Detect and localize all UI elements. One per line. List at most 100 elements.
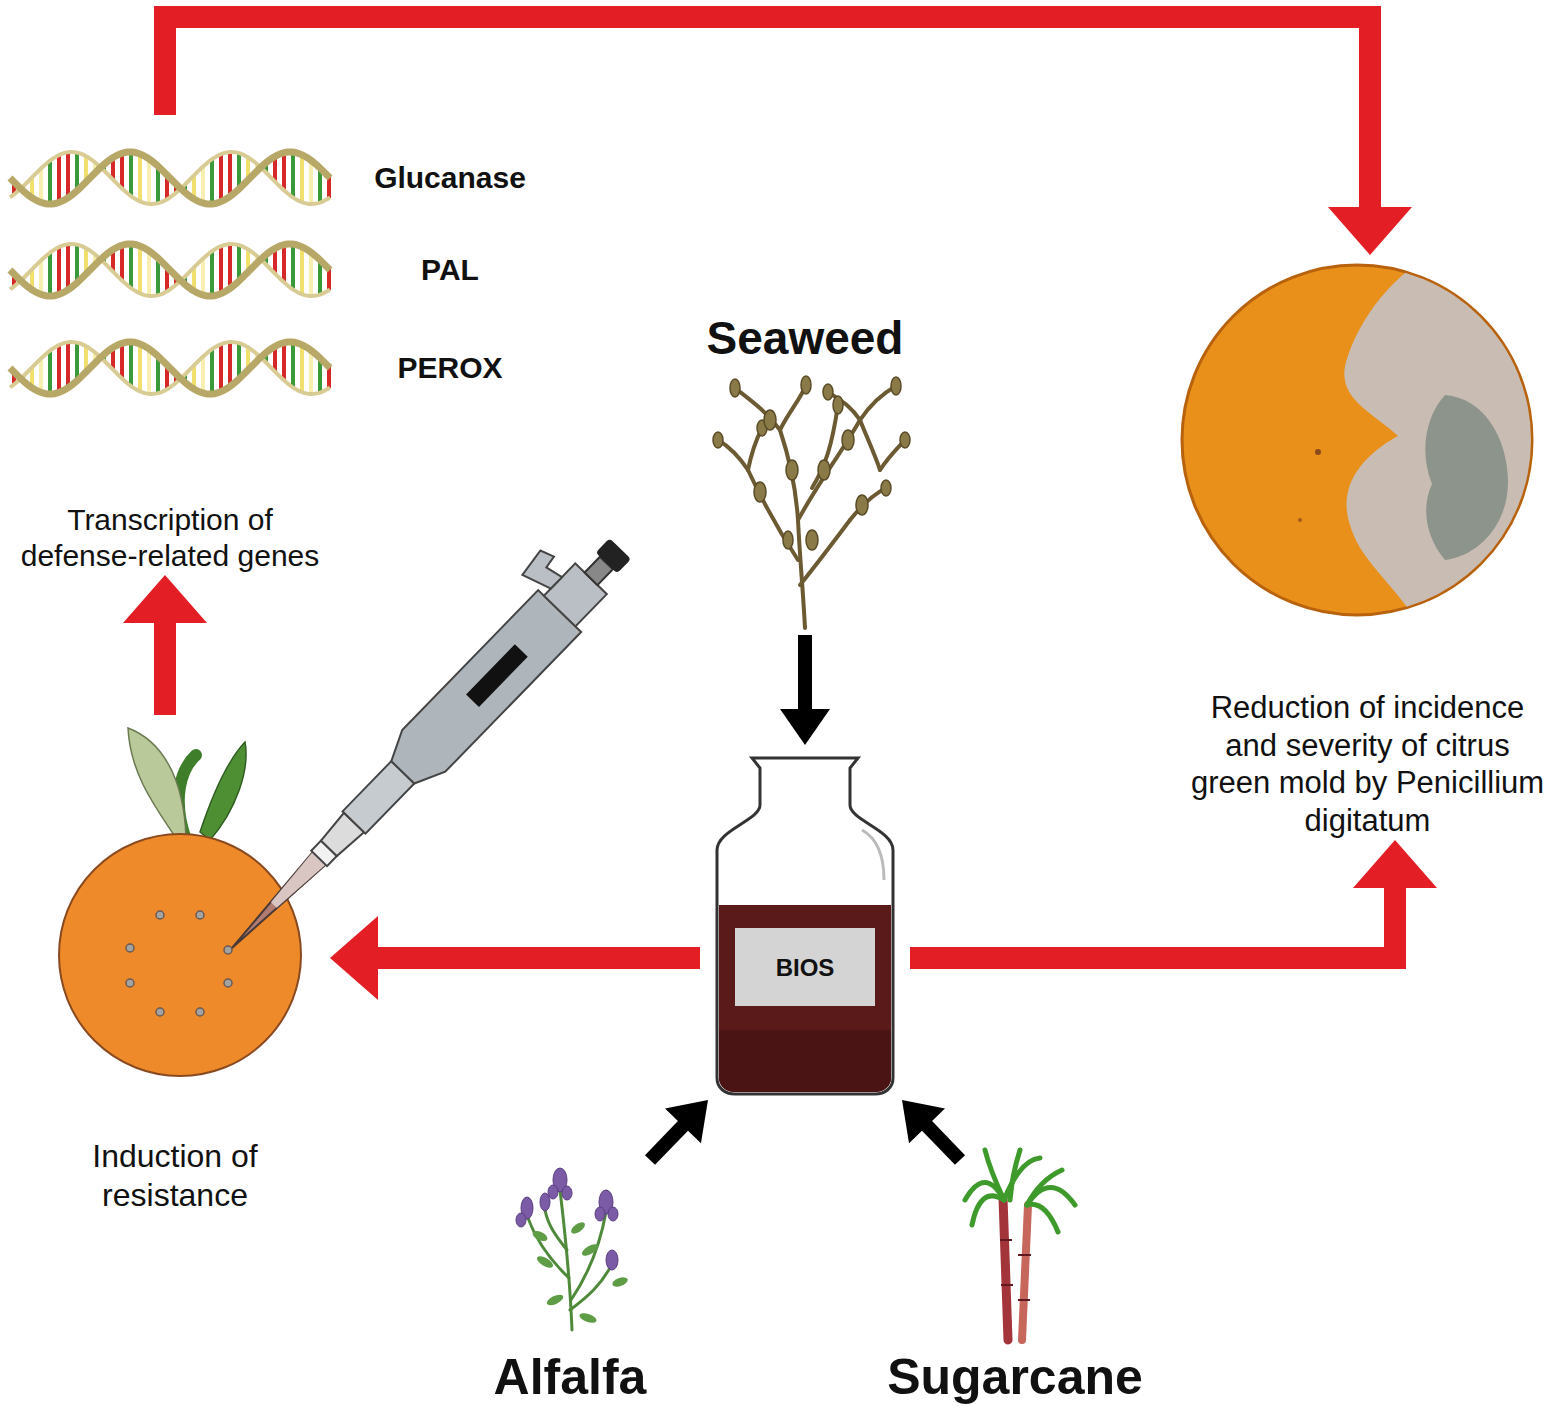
flow-arrow [902,1100,960,1160]
heading-text: Alfalfa [465,1347,675,1408]
dna-rung [66,244,70,290]
arrow-line [910,887,1395,958]
dna-rung [309,252,313,296]
dna-rung [201,357,205,393]
alfalfa-drawing [606,1250,618,1270]
alfalfa-drawing [580,1242,600,1258]
pipette-drawing [520,547,569,596]
alfalfa-drawing [528,1218,569,1278]
dna-rung [57,345,61,392]
dna-rung [138,246,142,293]
dna-rung [210,349,214,394]
seaweed-drawing [891,377,901,395]
moldy-orange [1182,262,1540,625]
seaweed-drawing [713,376,910,550]
orange-fruit [156,1008,164,1016]
heading-text: Sugarcane [870,1347,1160,1408]
seaweed-drawing [783,531,793,549]
sugarcane-drawing [1027,1170,1062,1205]
dna-rung [210,251,214,296]
sugarcane-drawing [1003,1198,1008,1340]
source-label: Alfalfa [465,1160,675,1410]
seaweed-drawing [812,405,838,488]
moldy-orange [1425,395,1508,560]
dna-rung [120,153,124,188]
alfalfa-drawing [516,1168,629,1330]
dna-strand [10,342,330,394]
dna-strand [10,244,330,296]
arrow-head [123,575,207,623]
dna-rung [201,167,205,203]
dna-rung [39,168,43,202]
alfalfa-drawing [531,1229,549,1243]
heading-text: BIOS [735,953,875,982]
pipette-drawing [466,644,528,707]
orange-fruit [126,911,232,1016]
dna-rung [228,244,232,288]
dna-rung [129,244,133,288]
dna-rung [300,345,304,392]
dna-rung [66,342,70,388]
dna-strand [10,152,330,204]
seaweed-drawing [800,520,850,585]
arrow-head [902,1100,945,1143]
bottle-label: BIOS [700,745,910,1100]
seaweed-drawing [718,385,905,628]
dna-rung [147,349,151,394]
orange-fruit [200,742,246,840]
pipette-drawing [226,852,326,954]
heading-text: Seaweed [680,310,930,366]
flow-arrow [780,635,830,745]
dna-rung [120,343,124,378]
dna-rung [309,350,313,394]
sugarcane-drawing [1010,1150,1020,1200]
seaweed-drawing [818,460,830,480]
dna-rung [66,152,70,198]
dna-rung [57,247,61,294]
alfalfa-drawing [595,1207,605,1221]
dna-strand [10,244,330,296]
moldy-orange [1298,262,1540,625]
dna-rung [219,344,223,391]
orange-fruit [128,728,186,838]
seaweed-drawing [833,396,843,414]
arrow-head [665,1100,708,1143]
dna-rung [39,358,43,392]
seaweed-drawing [713,432,723,448]
orange-fruit [156,911,164,919]
arrow-head [1353,840,1437,888]
dna-rung [282,343,286,381]
dna-rung [48,351,52,394]
body-text: Reduction of incidence and severity of c… [1185,689,1550,840]
seaweed-drawing [900,432,910,448]
pipette-drawing [596,538,631,573]
seaweed-drawing [860,386,896,420]
dna-helix [10,152,330,394]
dna-rung [138,154,142,201]
alfalfa-drawing [545,1210,567,1250]
orange-fruit [196,911,204,919]
dna-rung [48,161,52,204]
seaweed-drawing [713,376,910,628]
sugarcane-drawing [965,1150,1075,1232]
pipette-drawing [192,510,642,969]
sugarcane-drawing [1001,1284,1013,1286]
dna-rung [129,342,133,386]
alfalfa-drawing [535,1254,555,1270]
outcome-label: Reduction of incidence and severity of c… [1180,255,1555,840]
bottle-drawing [717,758,893,1094]
orange-fruit [126,944,134,952]
dna-rung [219,246,223,293]
seaweed-drawing [856,495,868,515]
seaweed-drawing [730,379,740,397]
body-text: Transcription of defense-related genes [20,502,320,575]
seaweed-drawing [806,530,818,550]
dna-rung [291,244,295,289]
seaweed-label: Seaweed [680,310,930,635]
arrow-line [650,1125,684,1160]
alfalfa-drawing [569,1220,587,1236]
sugarcane-drawing [985,1150,1004,1200]
flow-arrow [123,575,207,715]
seaweed-drawing [798,420,860,520]
